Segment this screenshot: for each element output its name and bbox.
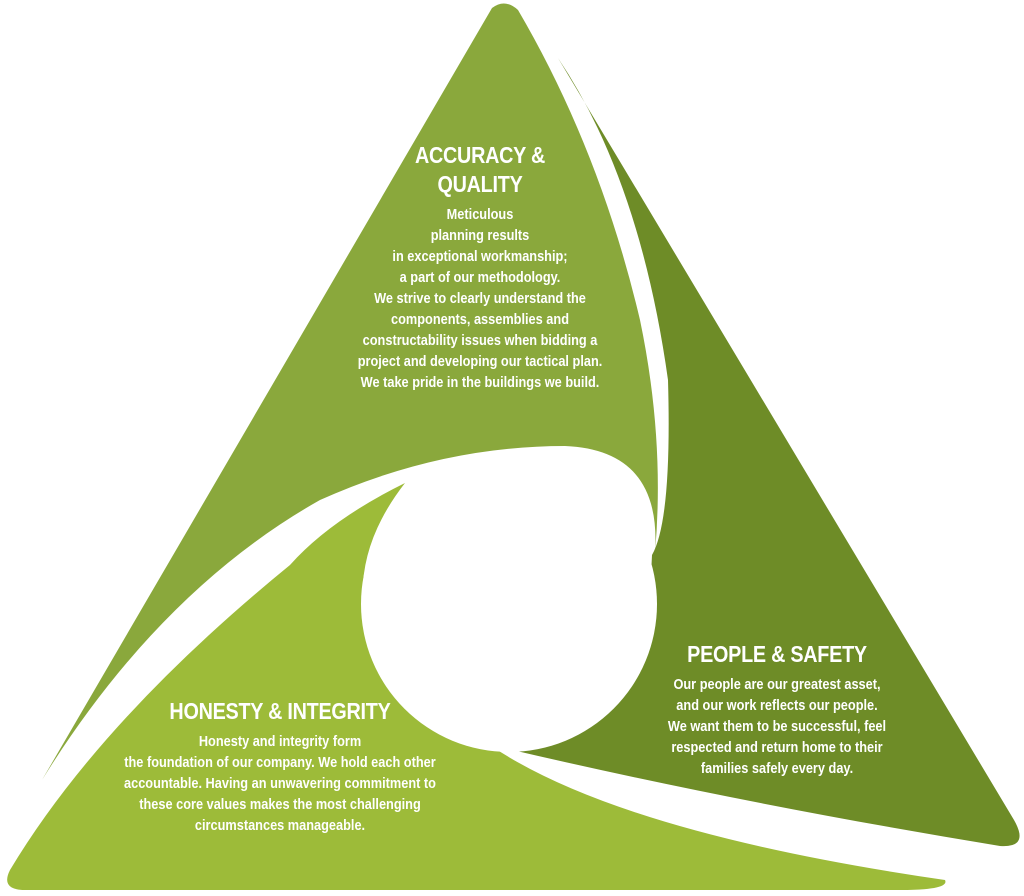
accuracy-quality-line: We strive to clearly understand the bbox=[374, 291, 586, 307]
people-safety-title: PEOPLE & SAFETY bbox=[687, 641, 867, 667]
honesty-integrity-line: the foundation of our company. We hold e… bbox=[124, 755, 436, 771]
accuracy-quality-line: We take pride in the buildings we build. bbox=[360, 375, 600, 391]
accuracy-quality-title: ACCURACY & QUALITY bbox=[351, 141, 609, 199]
accuracy-quality-line: a part of our methodology. bbox=[399, 270, 561, 286]
people-safety-line: Our people are our greatest asset, bbox=[673, 677, 881, 693]
people-safety-line: We want them to be successful, feel bbox=[667, 719, 887, 735]
accuracy-quality-line: Meticulous bbox=[446, 207, 514, 223]
people-safety-line: families safely every day. bbox=[700, 761, 854, 777]
people-safety-line: and our work reflects our people. bbox=[676, 698, 878, 714]
people-safety-block: PEOPLE & SAFETY Our people are our great… bbox=[622, 640, 932, 780]
accuracy-quality-line: in exceptional workmanship; bbox=[392, 249, 568, 265]
honesty-integrity-line: Honesty and integrity form bbox=[198, 734, 362, 750]
honesty-integrity-title: HONESTY & INTEGRITY bbox=[169, 698, 391, 724]
accuracy-quality-line: constructability issues when bidding a bbox=[362, 333, 598, 349]
accuracy-quality-line: components, assemblies and bbox=[390, 312, 569, 328]
accuracy-quality-title-line1: ACCURACY & bbox=[414, 142, 546, 168]
honesty-integrity-line: accountable. Having an unwavering commit… bbox=[124, 776, 436, 792]
people-safety-segment bbox=[470, 58, 1020, 847]
honesty-integrity-description: Honesty and integrity form the foundatio… bbox=[122, 732, 439, 837]
accuracy-quality-line: project and developing our tactical plan… bbox=[357, 354, 603, 370]
people-safety-description: Our people are our greatest asset, and o… bbox=[641, 675, 914, 780]
accuracy-quality-line: planning results bbox=[430, 228, 530, 244]
accuracy-quality-block: ACCURACY & QUALITY Meticulous planning r… bbox=[330, 141, 630, 394]
accuracy-quality-description: Meticulous planning results in exception… bbox=[348, 205, 612, 394]
honesty-integrity-line: these core values makes the most challen… bbox=[139, 797, 421, 813]
honesty-integrity-segment bbox=[7, 483, 946, 890]
accuracy-quality-title-line2: QUALITY bbox=[437, 171, 523, 197]
honesty-integrity-block: HONESTY & INTEGRITY Honesty and integrit… bbox=[100, 697, 460, 837]
accuracy-quality-segment bbox=[42, 3, 658, 781]
honesty-integrity-line: circumstances manageable. bbox=[194, 818, 366, 834]
people-safety-line: respected and return home to their bbox=[671, 740, 883, 756]
center-circle bbox=[361, 456, 657, 752]
